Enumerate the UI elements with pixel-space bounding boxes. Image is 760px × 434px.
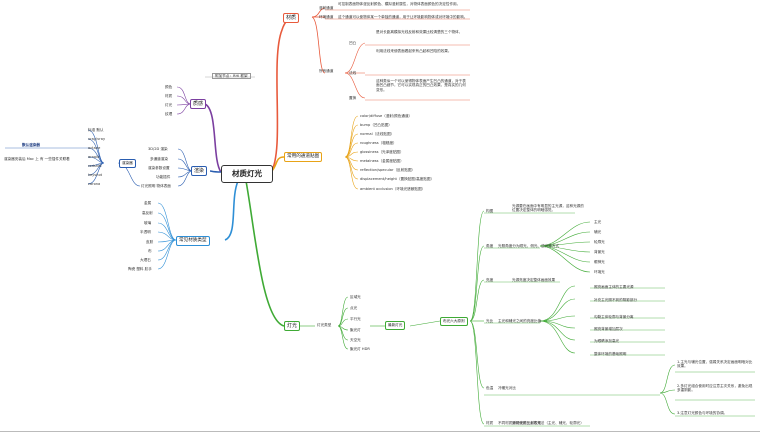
material-item-3-label: 凹凸 bbox=[349, 41, 357, 45]
function-desc: 照亮背景增加层次 bbox=[594, 327, 623, 331]
material-item-4-desc: 利用法线来使表面看起来有凸起和凹陷的效果。 bbox=[376, 49, 452, 53]
light-function: 眼神光 bbox=[594, 260, 605, 264]
renderer-item: octane bbox=[88, 146, 101, 150]
light-type: 区域光 bbox=[350, 295, 361, 299]
principles-node[interactable]: 布光六大原则 bbox=[440, 317, 468, 326]
render-item: 功能插件 bbox=[156, 175, 171, 179]
principle-desc: 光源亮度决定整体画面效果 bbox=[512, 278, 556, 282]
map-item: displacement/height（置换贴图/高度贴图） bbox=[360, 177, 435, 181]
function-desc: 为眼睛添加高光 bbox=[594, 339, 620, 343]
principle-desc: 冷暖光对比 bbox=[498, 386, 516, 390]
type-item: 玻璃 bbox=[144, 221, 152, 225]
function-desc: 照亮画面主体的主要光源 bbox=[594, 285, 634, 289]
material-item-1-label: 漫射通道 bbox=[319, 6, 334, 10]
light-types-label: 灯光类型 bbox=[317, 323, 332, 327]
renderer-note-bold: 默认渲染器 bbox=[22, 143, 40, 147]
type-item: 金属 bbox=[144, 201, 152, 205]
light-note: 1.主光与辅光位置，强弱关系决定画面明暗对比效果。 bbox=[677, 360, 753, 369]
renderer-item: redshift bbox=[88, 164, 102, 168]
render-node[interactable]: 渲染 bbox=[191, 166, 208, 176]
material-item-2-desc: 这个通道可以使物体某一个单独的通道，用于让环境影响物体或对环境中的影响。 bbox=[338, 15, 468, 19]
type-item: 皮肤 bbox=[146, 240, 154, 244]
map-item: normal（法线贴图） bbox=[360, 132, 395, 136]
branch-feel-line bbox=[204, 103, 222, 173]
principle-label: 构图 bbox=[486, 209, 494, 213]
material-sub-label: 所有通道 bbox=[319, 69, 334, 73]
feel-item: 纹理 bbox=[165, 112, 173, 116]
map-item: roughness（粗糙度） bbox=[360, 141, 397, 145]
render-item: 渲染参数设置 bbox=[148, 166, 170, 170]
type-item: 高反射 bbox=[142, 211, 153, 215]
feel-item: 颜色 bbox=[165, 85, 173, 89]
light-type: 点光 bbox=[350, 306, 358, 310]
material-item-4-label: 法线 bbox=[349, 71, 357, 75]
branch-lights-line bbox=[245, 180, 285, 327]
light-type: 聚光灯 bbox=[350, 328, 361, 332]
material-item-5-label: 置换 bbox=[349, 96, 357, 100]
principle-desc: 不同材质对灯光的反射表现 bbox=[498, 421, 542, 425]
renderer-item: corona bbox=[88, 182, 101, 186]
render-item: 3D/2D 渲染 bbox=[148, 147, 168, 151]
type-item: 陶瓷 塑料 胶手 bbox=[128, 267, 152, 271]
map-item: ambient occlusion（环境光遮蔽贴图） bbox=[360, 187, 426, 191]
function-desc: 勾勒主体轮廓与背景分离 bbox=[594, 315, 634, 319]
principle-label: 光比 bbox=[486, 319, 494, 323]
principle-desc: 主光和辅光之间的亮度比值 bbox=[498, 319, 542, 323]
lights-node[interactable]: 灯光 bbox=[284, 321, 301, 331]
renderer-item: keyshot bbox=[88, 173, 103, 177]
principle-label: 材质 bbox=[486, 421, 494, 425]
light-footer: 通常使用三点布光法（主光、辅光、轮廓光） bbox=[512, 421, 584, 425]
feel-node[interactable]: 质感 bbox=[190, 99, 207, 109]
type-item: 半透明 bbox=[140, 230, 151, 234]
light-function: 轮廓光 bbox=[594, 240, 605, 244]
lights-core-node[interactable]: 最新灯光 bbox=[385, 321, 406, 330]
principle-label: 角度 bbox=[486, 244, 494, 248]
branch-material-line bbox=[270, 16, 297, 173]
material-item-1-desc: 可控制表面物体漫反射颜色、模拟漫射属性，对物体表面颜色的决定性作用。 bbox=[338, 2, 461, 6]
material-tag: 附加节点：RHI 框架 bbox=[212, 73, 251, 80]
map-item: metalness（金属度贴图） bbox=[360, 159, 404, 163]
light-type: 天空光 bbox=[350, 338, 361, 342]
light-note: 3.注意灯光颜色与环境的协调。 bbox=[677, 411, 728, 415]
material-node[interactable]: 材质 bbox=[283, 13, 300, 23]
renderers-node[interactable]: 渲染器 bbox=[119, 159, 136, 168]
principle-label: 亮度 bbox=[486, 278, 494, 282]
maps-node[interactable]: 常用的通道贴图 bbox=[284, 152, 323, 162]
light-function: 辅光 bbox=[594, 230, 602, 234]
light-function: 背景光 bbox=[594, 250, 605, 254]
types-node[interactable]: 常见材质类型 bbox=[176, 236, 210, 246]
feel-item: 材质 bbox=[165, 94, 173, 98]
branch-render-line bbox=[209, 170, 222, 173]
function-desc: 补充主光照不到的阴影部分 bbox=[594, 298, 638, 302]
type-item: 大理石 bbox=[140, 258, 151, 262]
light-type: 平行光 bbox=[350, 317, 361, 321]
root-node[interactable]: 材质灯光 bbox=[221, 165, 273, 183]
light-function: 环境光 bbox=[594, 270, 605, 274]
light-note: 2.多灯光组合使用时应注意主次关系，避免出现多重阴影。 bbox=[677, 384, 753, 393]
function-desc: 整体环境的基础照明 bbox=[594, 352, 627, 356]
renderer-note: 渲染器安装后 Mac 上 有 一些插件关联着 bbox=[4, 157, 70, 161]
material-item-5-desc: 这种类似一个可以使得物体表面产生凹凸的通道，对于表面凹凸细节，它可以实现真正的凹… bbox=[376, 79, 466, 92]
principle-desc: 光照角度分为顺光、侧光、逆光等方式 bbox=[498, 244, 560, 248]
render-item: 灯光照明 物体表面 bbox=[141, 184, 171, 188]
branch-types-line bbox=[224, 180, 239, 241]
page-bottom-divider bbox=[0, 431, 760, 432]
renderer-item: vray/vray bbox=[88, 137, 106, 141]
renderer-item: arnold bbox=[88, 155, 100, 159]
map-item: bump（凹凸贴图） bbox=[360, 123, 392, 127]
renderer-item: 标准 默认 bbox=[88, 128, 104, 132]
light-type: 聚光灯 HDR bbox=[350, 347, 370, 351]
principle-label: 色温 bbox=[486, 386, 494, 390]
render-item: 多通道渲染 bbox=[150, 157, 168, 161]
light-function: 主光 bbox=[594, 220, 602, 224]
map-item: color/diffuse（漫射/颜色通道） bbox=[360, 114, 413, 118]
feel-item: 灯光 bbox=[165, 103, 173, 107]
type-item: 布 bbox=[148, 249, 152, 253]
material-item-2-label: 环境通道 bbox=[319, 15, 334, 19]
map-item: glossiness（光泽度贴图） bbox=[360, 150, 404, 154]
map-item: reflection/specular（反射贴图） bbox=[360, 168, 416, 172]
material-item-3-desc: 是对长距离模拟光线反射和效果比较清楚的三个物体， bbox=[376, 30, 463, 34]
principle-desc: 光源要在画面中有明显的主光源，这种光源的位置决定整体的明暗感觉。 bbox=[512, 204, 584, 213]
